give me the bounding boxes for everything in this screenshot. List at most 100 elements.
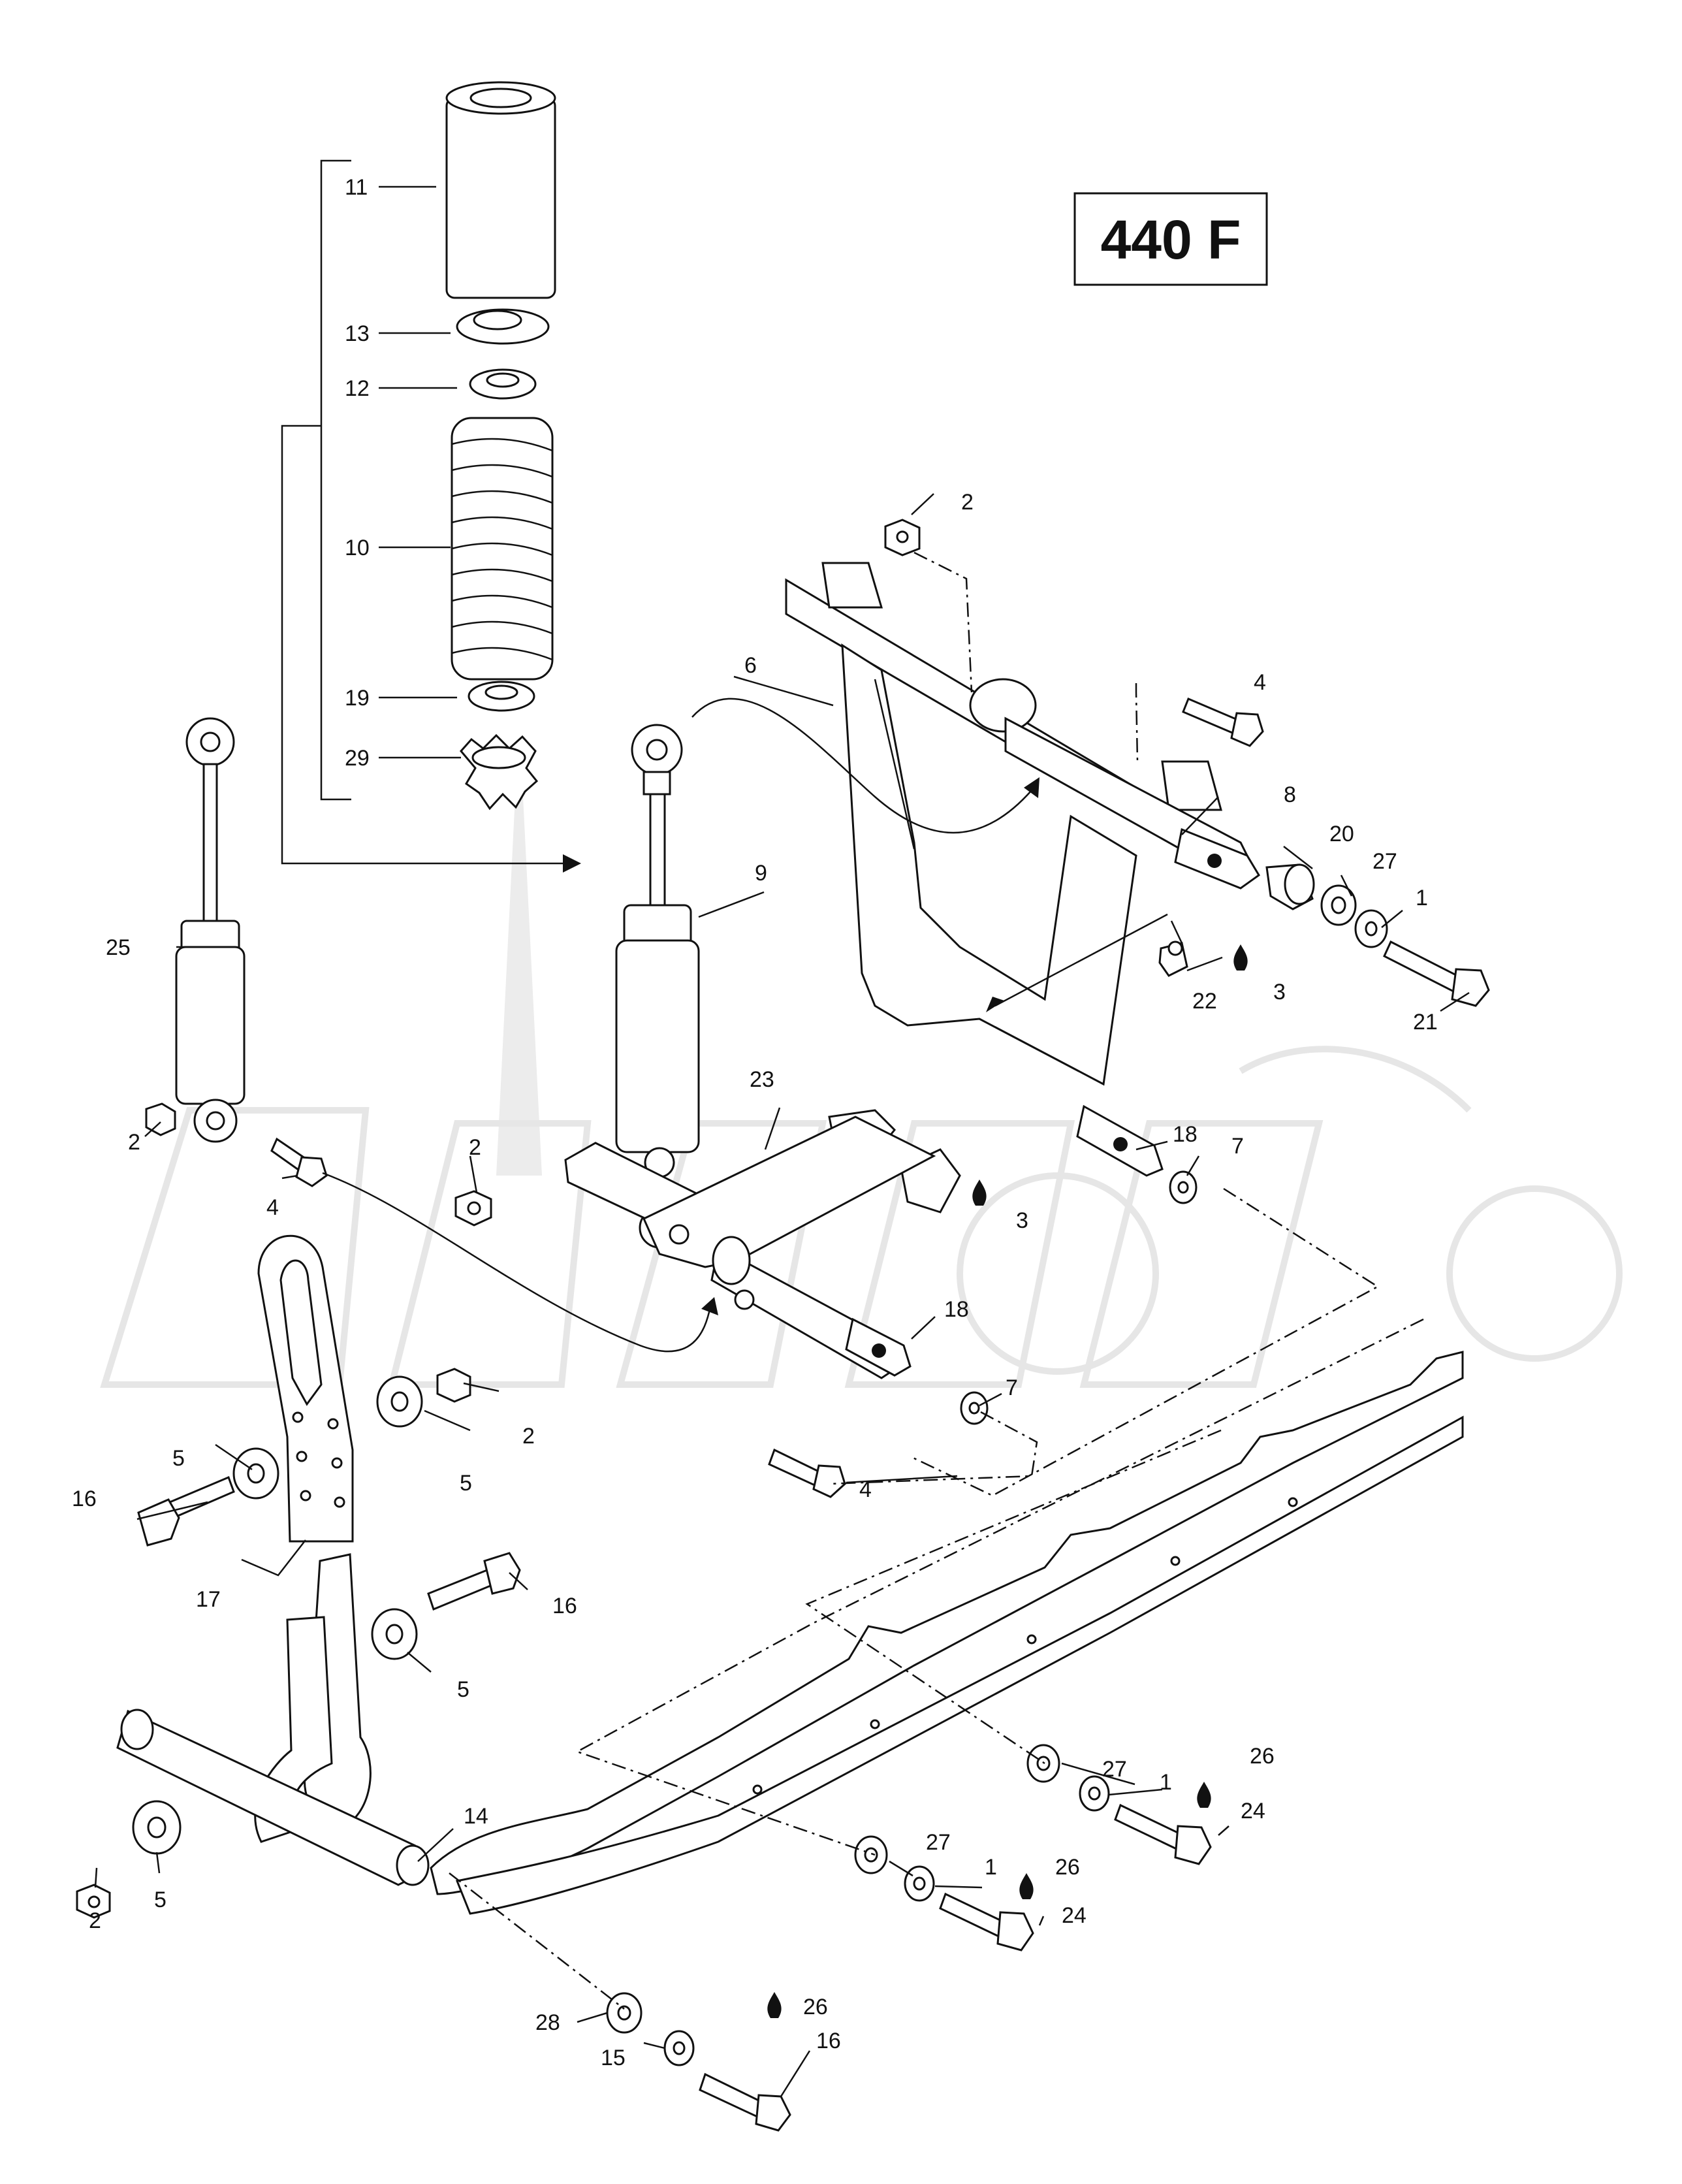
callout-1-upper: 1 (1416, 886, 1428, 910)
callout-21: 21 (1413, 1010, 1438, 1035)
washer-27-low (854, 1835, 888, 1874)
grease-drop-icon (767, 944, 1248, 2018)
callout-15: 15 (601, 2046, 626, 2070)
nut-2-center (454, 1190, 492, 1227)
bolt-16-mid (427, 1552, 521, 1611)
washer-7-upper (1169, 1170, 1198, 1204)
nut-2-left-shock (145, 1102, 176, 1136)
spring-cup (456, 308, 550, 345)
callout-4-left: 4 (266, 1195, 279, 1220)
callout-2-top: 2 (961, 490, 974, 515)
bolt-24-mid (1114, 1803, 1212, 1865)
bolt-4-lower (768, 1448, 846, 1498)
callout-labels: 11 13 12 10 19 29 2 6 4 8 20 27 1 9 25 3… (72, 175, 1438, 2070)
washer-7-lower (960, 1391, 989, 1425)
bushing-20 (1265, 863, 1315, 910)
callout-18-upper: 18 (1173, 1122, 1198, 1147)
spring-adjuster (460, 733, 539, 811)
callout-17: 17 (196, 1587, 221, 1612)
model-code-box: 440 F (1073, 192, 1268, 286)
callout-27-mid: 27 (1102, 1757, 1127, 1782)
callout-29: 29 (345, 746, 370, 771)
callout-1-mid: 1 (1160, 1770, 1172, 1795)
callout-2-link: 2 (522, 1424, 535, 1449)
callout-20: 20 (1329, 822, 1354, 846)
washer-5-upper (376, 1375, 423, 1428)
model-code: 440 F (1101, 209, 1241, 270)
slide-rail (430, 1351, 1464, 1915)
callout-13: 13 (345, 321, 370, 346)
cross-shaft (116, 1709, 430, 1886)
coil-spring (451, 417, 554, 681)
nut-2-link (436, 1368, 471, 1403)
callout-2-bottom: 2 (89, 1908, 101, 1933)
callout-26-low: 26 (803, 1995, 828, 2019)
callout-7-upper: 7 (1231, 1134, 1244, 1159)
suspension-link-upper (257, 1234, 354, 1543)
bolt-4-upper (1182, 698, 1264, 747)
bolt-21 (1383, 940, 1490, 1007)
shock-absorber-left (175, 717, 246, 1143)
callout-16-mid: 16 (552, 1594, 577, 1618)
callout-10: 10 (345, 536, 370, 560)
washer-15 (663, 2030, 695, 2066)
nut-2-top (884, 519, 921, 556)
pin-upper (1174, 827, 1260, 890)
callout-3-upper: 3 (1273, 980, 1286, 1004)
callout-2-center: 2 (469, 1135, 481, 1160)
callout-11: 11 (345, 175, 368, 200)
bolt-16-left (137, 1476, 235, 1547)
lower-bushing (468, 681, 535, 712)
washer-1-mid (1079, 1775, 1110, 1812)
bolt-24-low (939, 1892, 1034, 1951)
callout-23: 23 (750, 1067, 774, 1092)
callout-3-lower: 3 (1016, 1208, 1028, 1233)
callout-24-low: 24 (1062, 1903, 1087, 1928)
bolt-4-left (270, 1137, 328, 1187)
washer-27-upper (1320, 884, 1357, 926)
callout-24-upper: 24 (1241, 1799, 1265, 1823)
callout-16-left: 16 (72, 1486, 97, 1511)
callout-1-low: 1 (985, 1855, 997, 1880)
callout-27-low: 27 (926, 1830, 951, 1855)
washer-1-low (904, 1865, 935, 1902)
callout-26-upper: 26 (1250, 1744, 1275, 1769)
callout-5-mid: 5 (457, 1677, 469, 1702)
callout-12: 12 (345, 376, 370, 401)
bushing (469, 368, 537, 400)
washer-5-left (232, 1447, 279, 1500)
shock-boot (445, 81, 556, 299)
callout-16-bottom: 16 (816, 2029, 841, 2053)
callout-2-leftshock: 2 (128, 1130, 140, 1155)
washer-28 (606, 1992, 643, 2034)
washer-5-bottom (132, 1800, 182, 1855)
nut-2-bottom (76, 1884, 111, 1919)
bolt-16-bottom (699, 2072, 791, 2132)
callout-18-lower: 18 (944, 1297, 969, 1322)
washer-1-upper (1354, 909, 1388, 948)
callout-5-right: 5 (460, 1471, 472, 1496)
callout-28: 28 (535, 2010, 560, 2035)
callout-27-upper: 27 (1373, 849, 1397, 874)
callout-5-bottom: 5 (154, 1887, 167, 1912)
rear-arm (785, 562, 1255, 1086)
callout-6: 6 (744, 653, 757, 678)
callout-26-mid: 26 (1055, 1855, 1080, 1880)
callout-8: 8 (1284, 782, 1296, 807)
callout-25: 25 (106, 935, 131, 960)
callout-19: 19 (345, 686, 370, 711)
pin-18-lower (845, 1317, 912, 1377)
callout-5-upper: 5 (172, 1446, 185, 1471)
washer-5-mid (371, 1608, 418, 1660)
callout-22: 22 (1192, 989, 1217, 1014)
callout-4-upper: 4 (1254, 670, 1266, 695)
callout-14: 14 (464, 1804, 488, 1829)
callout-4-lower: 4 (859, 1477, 872, 1502)
callout-7-lower: 7 (1006, 1375, 1018, 1400)
grease-fitting (1158, 940, 1188, 977)
pin-18-upper (1076, 1104, 1164, 1177)
group-bracket (281, 159, 581, 873)
callout-9: 9 (755, 861, 767, 886)
leader-lines (94, 185, 1470, 2097)
